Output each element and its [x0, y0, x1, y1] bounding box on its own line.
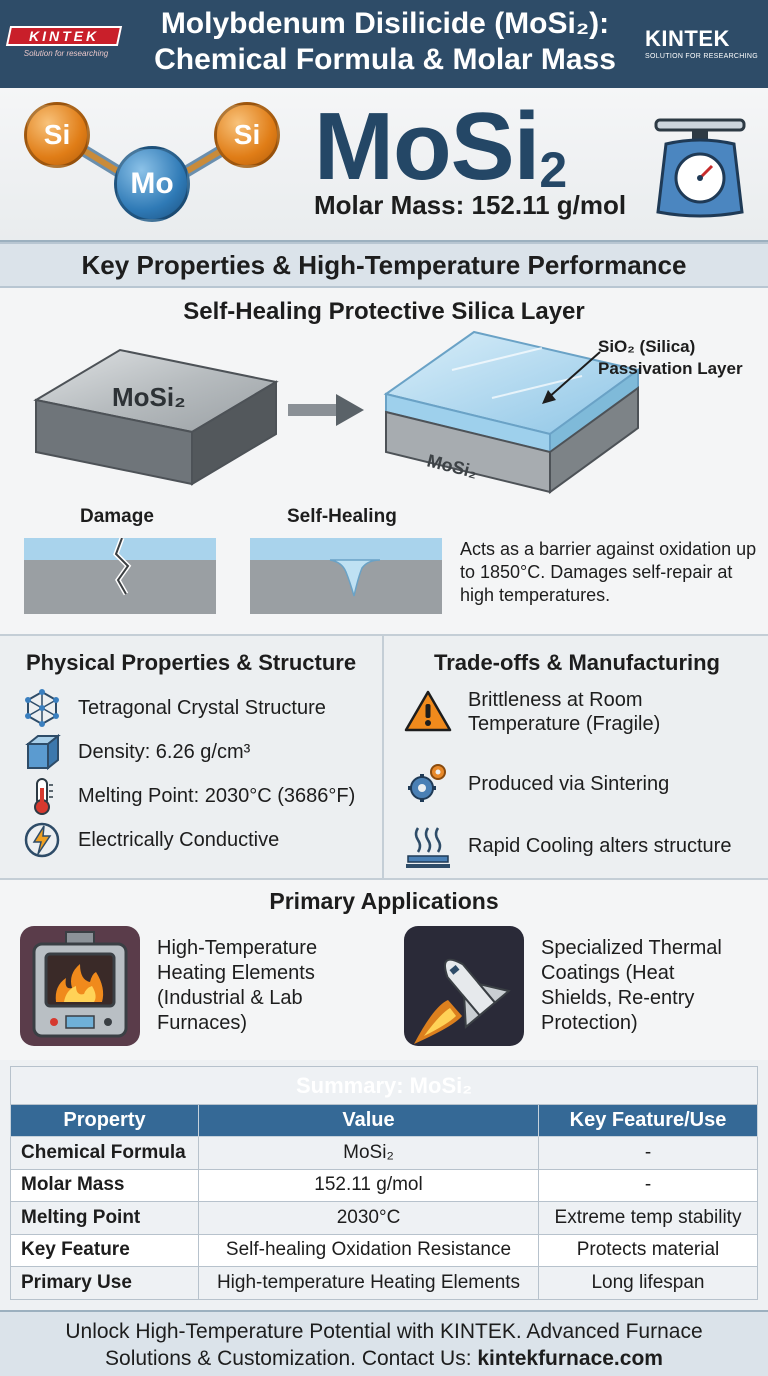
cube-icon [25, 733, 61, 771]
gears-icon [408, 764, 446, 802]
table-cell: Molar Mass [10, 1168, 199, 1202]
table-header-property: Property [10, 1104, 199, 1137]
logo-right-tagline: SOLUTION FOR RESEARCHING [645, 53, 758, 60]
table-cell: Key Feature [10, 1233, 199, 1267]
footer-contact-text: Solutions & Customization. Contact Us: [105, 1347, 478, 1370]
table-cell: Self-healing Oxidation Resistance [198, 1233, 539, 1267]
table-cell: MoSi₂ [198, 1136, 539, 1170]
right-arrow-icon [288, 394, 364, 426]
website-link[interactable]: kintekfurnace.com [477, 1347, 663, 1370]
table-cell: Melting Point [10, 1201, 199, 1235]
property-text: Tetragonal Crystal Structure [78, 697, 326, 719]
self-healing-title: Self-Healing Protective Silica Layer [183, 298, 585, 325]
table-row: Key Feature Self-healing Oxidation Resis… [10, 1233, 758, 1267]
property-text: Density: 6.26 g/cm³ [78, 741, 251, 763]
logo-right-name: KINTEK [645, 26, 730, 51]
summary-title: Summary: MoSi₂ [10, 1066, 758, 1105]
logo-left-tagline: Solution for researching [23, 49, 109, 58]
furnace-icon [20, 926, 140, 1046]
si-atom-left: Si [24, 102, 90, 168]
molecule-diagram: Si Si Mo [20, 102, 290, 230]
sio2-label-line-1: SiO₂ (Silica) [598, 337, 696, 356]
table-cell: 2030°C [198, 1201, 539, 1235]
crystal-lattice-icon [25, 689, 59, 727]
title-line-2: Chemical Formula & Molar Mass [154, 43, 616, 76]
damage-label: Damage [80, 506, 154, 527]
self-healing-label: Self-Healing [287, 506, 397, 527]
kintek-logo-left: KINTEK Solution for researching [5, 26, 124, 58]
formula-section: Si Si Mo MoSi2 Molar Mass: 152.11 g/mol [0, 88, 768, 242]
property-row: Density: 6.26 g/cm³ [22, 732, 250, 772]
page-title: Molybdenum Disilicide (MoSi₂): Chemical … [130, 6, 640, 78]
footer-line-2: Solutions & Customization. Contact Us: k… [0, 1345, 768, 1372]
properties-section: Physical Properties & Structure Tetragon… [0, 634, 768, 880]
kintek-logo-right: KINTEK SOLUTION FOR RESEARCHING [645, 26, 758, 60]
table-cell: High-temperature Heating Elements [198, 1266, 539, 1300]
table-cell: - [538, 1168, 758, 1202]
table-header-value: Value [198, 1104, 539, 1137]
tradeoff-text: Brittleness at Room Temperature (Fragile… [468, 689, 661, 735]
table-cell: 152.11 g/mol [198, 1168, 539, 1202]
property-text: Melting Point: 2030°C (3686°F) [78, 785, 356, 807]
footer-line-1: Unlock High-Temperature Potential with K… [65, 1320, 703, 1343]
thermometer-icon [34, 778, 53, 815]
application-text: Specialized Thermal Coatings (Heat Shiel… [541, 937, 722, 1034]
table-cell: - [538, 1136, 758, 1170]
table-row: Melting Point 2030°C Extreme temp stabil… [10, 1201, 758, 1235]
self-healing-illustration [250, 538, 442, 614]
property-row: Electrically Conductive [22, 820, 279, 860]
sio2-label: SiO₂ (Silica) Passivation Layer [598, 336, 743, 380]
scale-icon [654, 118, 746, 218]
property-text: Electrically Conductive [78, 829, 280, 851]
section-title-bar: Key Properties & High-Temperature Perfor… [0, 242, 768, 288]
coated-block-illustration: MoSi₂ [383, 330, 641, 494]
tradeoff-row: Brittleness at Room Temperature (Fragile… [404, 688, 744, 736]
formula-subscript: 2 [539, 142, 567, 198]
self-healing-description: Acts as a barrier against oxidation up t… [460, 539, 757, 605]
table-cell: Long lifespan [538, 1266, 758, 1300]
self-healing-section: Self-Healing Protective Silica Layer MoS… [0, 288, 768, 634]
tradeoff-row: Produced via Sintering [404, 760, 669, 808]
summary-table: Summary: MoSi₂ Property Value Key Featur… [10, 1066, 758, 1300]
mosi2-block-illustration: MoSi₂ [33, 348, 279, 486]
table-row: Molar Mass 152.11 g/mol - [10, 1168, 758, 1202]
header: KINTEK Solution for researching Molybden… [0, 0, 768, 88]
tradeoffs-column: Trade-offs & Manufacturing Brittleness a… [386, 636, 768, 878]
table-row: Chemical Formula MoSi₂ - [10, 1136, 758, 1170]
tradeoffs-title: Trade-offs & Manufacturing [433, 650, 720, 675]
damage-illustration [24, 538, 216, 614]
physical-properties-title: Physical Properties & Structure [25, 650, 357, 675]
molar-mass: Molar Mass: 152.11 g/mol [314, 190, 627, 220]
formula-main: MoSi [314, 93, 540, 200]
table-cell: Chemical Formula [10, 1136, 199, 1170]
table-cell: Protects material [538, 1233, 758, 1267]
footer: Unlock High-Temperature Potential with K… [0, 1310, 768, 1376]
mo-atom: Mo [114, 146, 190, 222]
table-cell: Extreme temp stability [538, 1201, 758, 1235]
applications-title: Primary Applications [269, 888, 499, 914]
tradeoff-text: Rapid Cooling alters structure [468, 835, 732, 857]
physical-properties-column: Physical Properties & Structure Tetragon… [0, 636, 384, 878]
si-atom-right: Si [214, 102, 280, 168]
application-text: High-Temperature Heating Elements (Indus… [157, 937, 318, 1034]
property-row: Tetragonal Crystal Structure [22, 688, 326, 728]
space-shuttle-icon [404, 926, 524, 1046]
table-cell: Primary Use [10, 1266, 199, 1300]
table-header-feature: Key Feature/Use [538, 1104, 758, 1137]
sio2-label-line-2: Passivation Layer [598, 359, 743, 378]
tradeoff-text: Produced via Sintering [468, 773, 670, 795]
pointer-arrow [542, 351, 601, 404]
formula-text: MoSi2 [314, 92, 567, 202]
logo-left-text: KINTEK [28, 28, 100, 44]
tradeoff-row: Rapid Cooling alters structure [404, 822, 731, 870]
lightning-icon [24, 822, 60, 858]
table-row: Primary Use High-temperature Heating Ele… [10, 1266, 758, 1300]
heat-icon [406, 827, 450, 868]
applications-section: Primary Applications High-Temperature He… [0, 880, 768, 1060]
property-row: Melting Point: 2030°C (3686°F) [22, 776, 355, 816]
title-line-1: Molybdenum Disilicide (MoSi₂): [160, 7, 610, 40]
warning-icon [404, 690, 452, 732]
block-label: MoSi₂ [112, 382, 186, 412]
